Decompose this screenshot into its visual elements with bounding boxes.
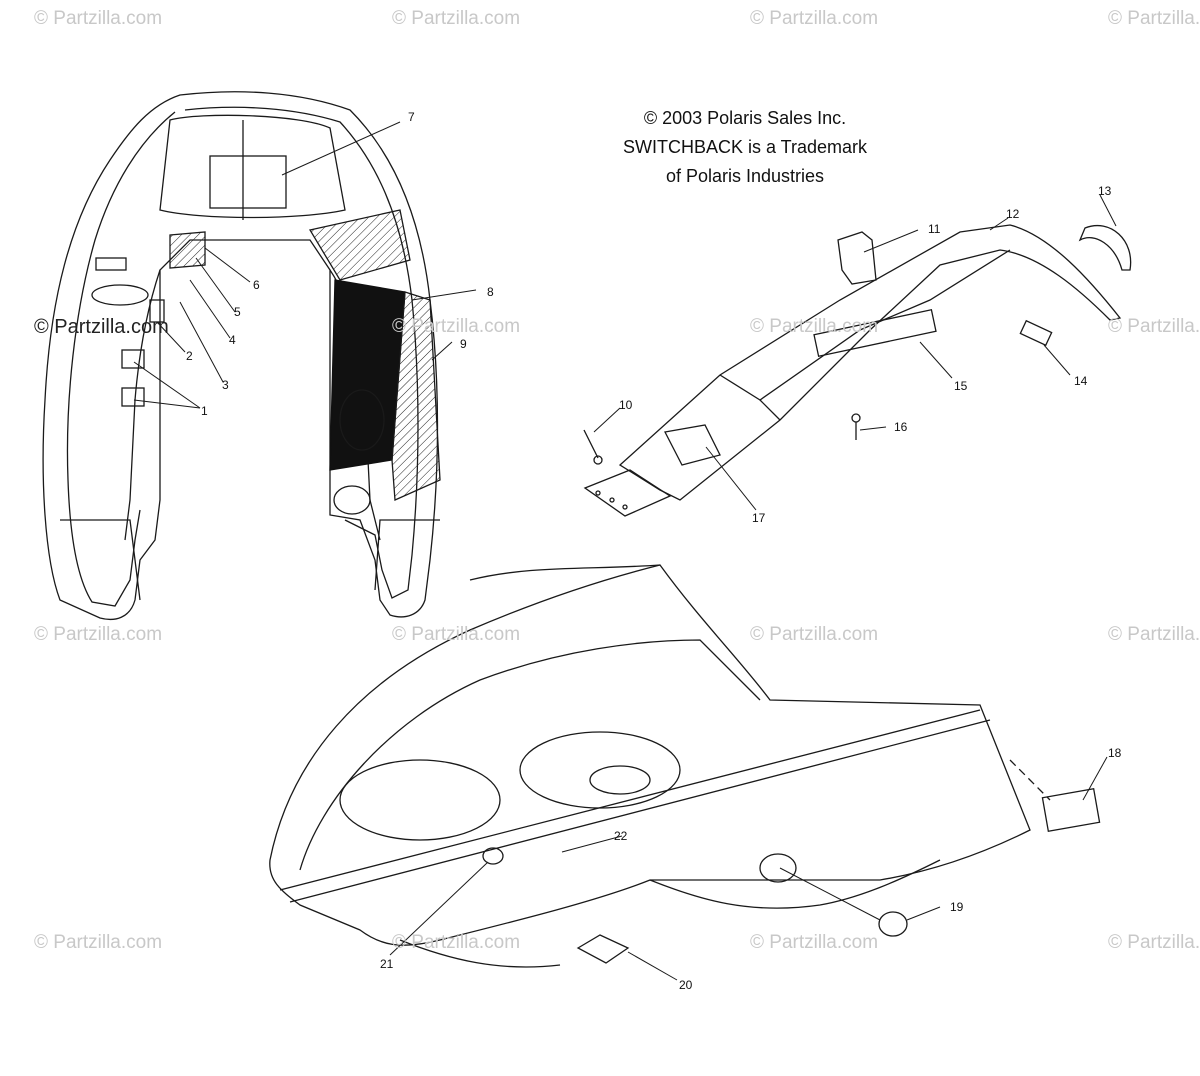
watermark: © Partzilla.com bbox=[750, 8, 879, 29]
callout-4: 4 bbox=[229, 333, 236, 347]
watermark: © Partzilla.com bbox=[34, 624, 163, 645]
callout-21: 21 bbox=[380, 957, 394, 971]
watermark: © Partzilla.com bbox=[392, 932, 521, 953]
callout-15: 15 bbox=[954, 379, 968, 393]
watermark: © Partzilla.com bbox=[750, 316, 879, 337]
callout-10: 10 bbox=[619, 398, 633, 412]
callout-22: 22 bbox=[614, 829, 628, 843]
watermark: © Partzilla.com bbox=[1108, 8, 1200, 29]
callout-8: 8 bbox=[487, 285, 494, 299]
callout-11: 11 bbox=[928, 222, 941, 236]
callout-16: 16 bbox=[894, 420, 908, 434]
callout-9: 9 bbox=[460, 337, 467, 351]
watermark: © Partzilla.com bbox=[750, 932, 879, 953]
trademark-line: SWITCHBACK is a Trademark bbox=[622, 137, 868, 157]
copyright-notice: © 2003 Polaris Sales Inc. SWITCHBACK is … bbox=[560, 104, 930, 191]
watermark: © Partzilla.com bbox=[1108, 316, 1200, 337]
trademark-line: of Polaris Industries bbox=[665, 166, 825, 186]
watermark: © Partzilla.com bbox=[34, 316, 169, 338]
watermark: © Partzilla.com bbox=[392, 624, 521, 645]
hood-top-view bbox=[42, 91, 441, 621]
callout-13: 13 bbox=[1098, 184, 1112, 198]
leader-lines bbox=[133, 121, 1117, 981]
callout-6: 6 bbox=[253, 278, 260, 292]
callout-3: 3 bbox=[222, 378, 229, 392]
watermark: © Partzilla.com bbox=[34, 8, 163, 29]
watermark: © Partzilla.com bbox=[392, 316, 521, 337]
seat-assembly bbox=[583, 224, 1132, 517]
callout-5: 5 bbox=[234, 305, 241, 319]
callout-20: 20 bbox=[679, 978, 693, 992]
callout-12: 12 bbox=[1006, 207, 1020, 221]
watermark: © Partzilla.com bbox=[392, 8, 521, 29]
callout-2: 2 bbox=[186, 349, 193, 363]
callout-1: 1 bbox=[201, 404, 208, 418]
callout-19: 19 bbox=[950, 900, 964, 914]
watermark: © Partzilla.com bbox=[750, 624, 879, 645]
callout-7: 7 bbox=[408, 110, 415, 124]
callout-17: 17 bbox=[752, 511, 766, 525]
lower-hood-assembly bbox=[269, 564, 1101, 968]
watermark: © Partzilla.com bbox=[34, 932, 163, 953]
callout-18: 18 bbox=[1108, 746, 1122, 760]
callout-14: 14 bbox=[1074, 374, 1088, 388]
watermark: © Partzilla.com bbox=[1108, 624, 1200, 645]
watermark: © Partzilla.com bbox=[1108, 932, 1200, 953]
copyright-line: © 2003 Polaris Sales Inc. bbox=[643, 108, 847, 128]
